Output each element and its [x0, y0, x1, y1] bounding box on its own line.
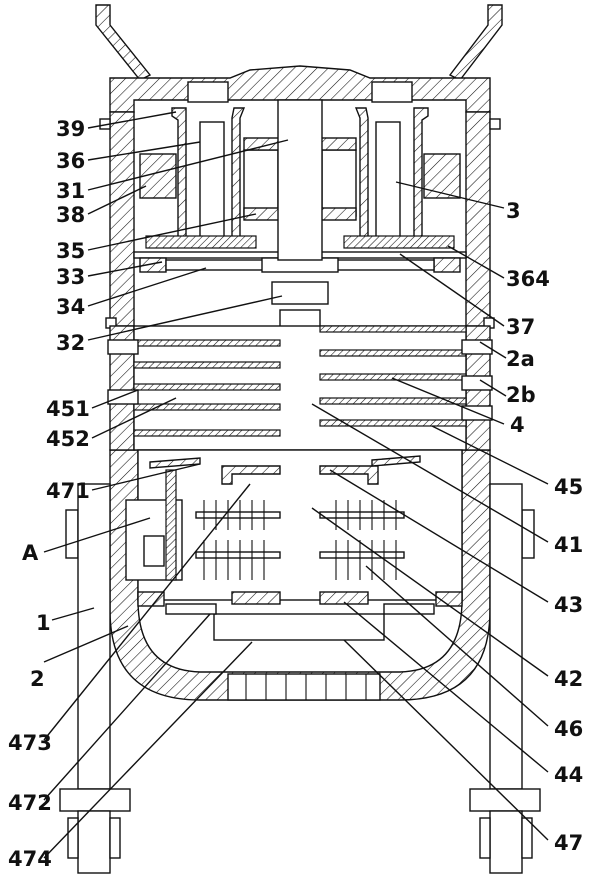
label-4: 4	[510, 413, 525, 437]
detail-a-gearbox	[125, 469, 183, 581]
label-47: 47	[554, 831, 583, 855]
label-474: 474	[8, 847, 52, 871]
label-2b: 2b	[506, 383, 536, 407]
discharge-tray	[165, 603, 435, 641]
gear-base-plate	[145, 235, 455, 249]
label-471: 471	[46, 479, 90, 503]
label-41: 41	[554, 533, 583, 557]
label-46: 46	[554, 717, 583, 741]
label-364: 364	[506, 267, 550, 291]
label-451: 451	[46, 397, 90, 421]
gear-set	[243, 137, 357, 221]
label-473: 473	[8, 731, 52, 755]
label-32: 32	[56, 331, 85, 355]
label-472: 472	[8, 791, 52, 815]
label-2a: 2a	[506, 347, 535, 371]
leader-lines	[43, 111, 549, 859]
label-44: 44	[554, 763, 583, 787]
label-42: 42	[554, 667, 583, 691]
label-31: 31	[56, 179, 85, 203]
label-45: 45	[554, 475, 583, 499]
bottom-slats	[227, 673, 381, 701]
label-452: 452	[46, 427, 90, 451]
label-2: 2	[30, 667, 45, 691]
feed-hopper-right	[448, 4, 503, 81]
label-36: 36	[56, 149, 85, 173]
label-43: 43	[554, 593, 583, 617]
drive-housing-right	[321, 107, 461, 241]
stirring-blades	[195, 500, 405, 580]
label-35: 35	[56, 239, 85, 263]
label-34: 34	[56, 295, 85, 319]
drive-housing-left	[139, 107, 279, 241]
outer-casing	[109, 111, 491, 701]
top-lid	[109, 65, 491, 113]
support-legs	[59, 483, 541, 874]
label-3: 3	[506, 199, 521, 223]
label-33: 33	[56, 265, 85, 289]
part-labels: 39 36 31 38 35 33 34 32 451 452 471 A 1 …	[8, 117, 583, 871]
label-A: A	[22, 541, 39, 565]
label-1: 1	[36, 611, 51, 635]
label-38: 38	[56, 203, 85, 227]
label-39: 39	[56, 117, 85, 141]
feed-hopper-left	[95, 4, 152, 81]
middle-chamber	[107, 325, 493, 451]
lower-mixing-chamber	[137, 449, 463, 607]
label-37: 37	[506, 315, 535, 339]
